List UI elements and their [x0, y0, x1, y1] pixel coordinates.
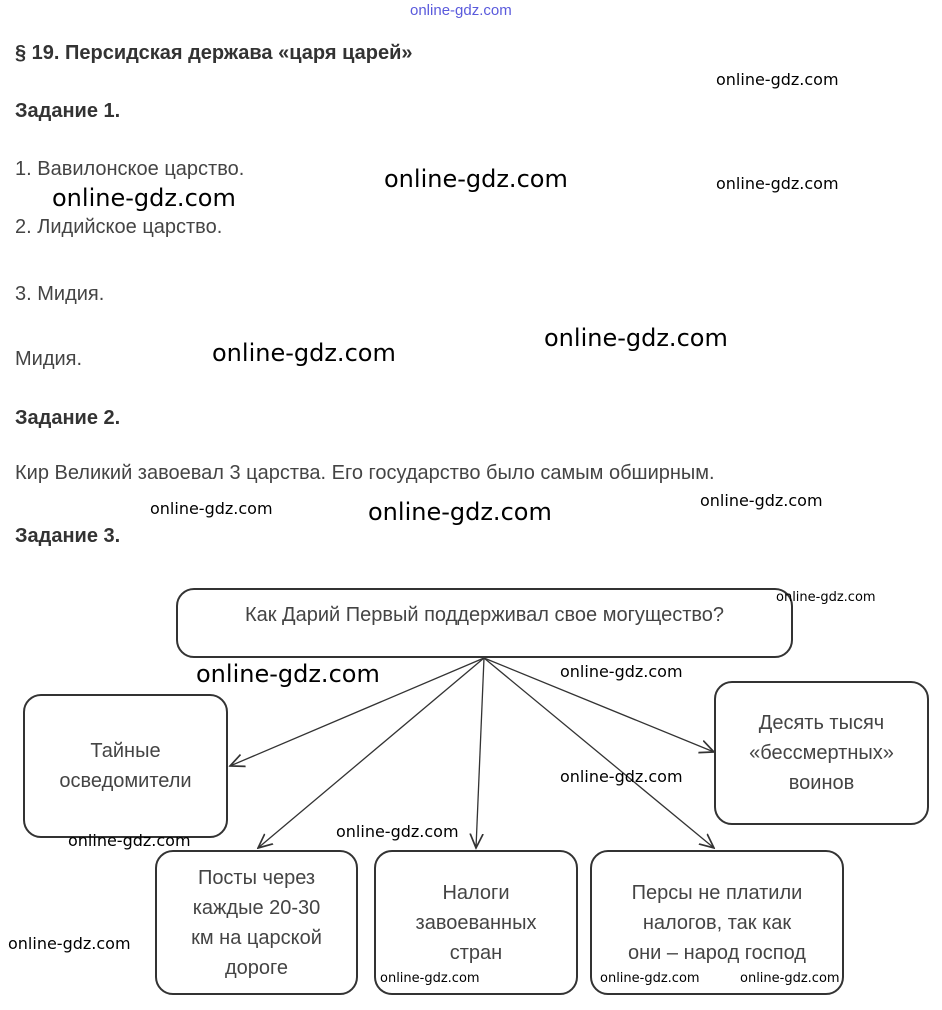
- watermark: online-gdz.com: [212, 339, 396, 367]
- watermark: online-gdz.com: [380, 971, 480, 986]
- arrow: [483, 657, 714, 752]
- watermark: online-gdz.com: [384, 165, 568, 193]
- diagram-node-taxes: Налоги завоеванных стран: [374, 850, 578, 995]
- watermark: online-gdz.com: [544, 324, 728, 352]
- watermark: online-gdz.com: [560, 767, 683, 786]
- task2-text: Кир Великий завоевал 3 царства. Его госу…: [15, 462, 715, 484]
- header-watermark: online-gdz.com: [410, 2, 512, 19]
- watermark: online-gdz.com: [560, 662, 683, 681]
- watermark: online-gdz.com: [150, 499, 273, 518]
- diagram-node-informers: Тайные осведомители: [23, 694, 228, 838]
- watermark: online-gdz.com: [776, 590, 876, 605]
- task1-item: 3. Мидия.: [15, 283, 105, 305]
- task2-heading: Задание 2.: [15, 407, 121, 429]
- watermark: online-gdz.com: [716, 70, 839, 89]
- watermark: online-gdz.com: [600, 971, 700, 986]
- watermark: online-gdz.com: [368, 498, 552, 526]
- task3-heading: Задание 3.: [15, 525, 121, 547]
- diagram-node-immortals: Десять тысяч «бессмертных» воинов: [714, 681, 929, 825]
- task1-heading: Задание 1.: [15, 100, 121, 122]
- watermark: online-gdz.com: [716, 174, 839, 193]
- task1-item: 1. Вавилонское царство.: [15, 158, 245, 180]
- watermark: online-gdz.com: [68, 831, 191, 850]
- watermark: online-gdz.com: [8, 934, 131, 953]
- watermark: online-gdz.com: [740, 971, 840, 986]
- watermark: online-gdz.com: [196, 660, 380, 688]
- diagram-node-persians: Персы не платили налогов, так как они – …: [590, 850, 844, 995]
- diagram-node-road-posts: Посты через каждые 20-30 км на царской д…: [155, 850, 358, 995]
- arrow: [476, 657, 485, 848]
- watermark: online-gdz.com: [52, 184, 236, 212]
- watermark: online-gdz.com: [336, 822, 459, 841]
- page-title: § 19. Персидская держава «царя царей»: [15, 42, 413, 64]
- task1-answer: Мидия.: [15, 348, 83, 370]
- watermark: online-gdz.com: [700, 491, 823, 510]
- task1-item: 2. Лидийское царство.: [15, 216, 223, 238]
- arrow: [483, 657, 714, 848]
- diagram-question: Как Дарий Первый поддерживал свое могуще…: [176, 588, 793, 658]
- arrow: [230, 657, 485, 766]
- arrow: [258, 657, 485, 848]
